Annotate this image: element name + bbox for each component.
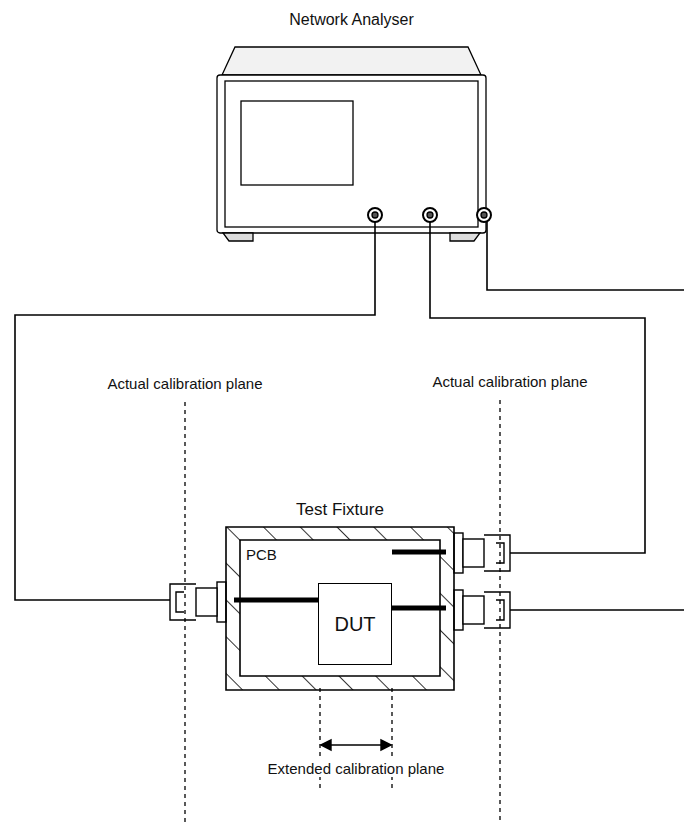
node-label: Test Fixture bbox=[226, 500, 454, 520]
test-fixture: Test FixturePCBDUT bbox=[226, 527, 454, 690]
pcb-board: PCB DUT bbox=[240, 540, 440, 676]
callout-label: Actual calibration plane bbox=[430, 373, 589, 390]
dut-box: DUT bbox=[318, 583, 392, 665]
coax-cable bbox=[430, 245, 645, 553]
calibration-plane-lines bbox=[185, 400, 500, 822]
node-label: DUT bbox=[334, 613, 375, 636]
callout-label: Extended calibration plane bbox=[266, 760, 447, 777]
callout-label: Actual calibration plane bbox=[105, 375, 264, 392]
coax-cable bbox=[487, 245, 684, 610]
extended-plane-arrow bbox=[321, 740, 391, 750]
network-analyser: Network Analyser bbox=[213, 45, 490, 245]
analyser-drawing bbox=[213, 45, 490, 245]
coax-cable bbox=[15, 245, 375, 600]
node-label: Network Analyser bbox=[213, 11, 490, 29]
node-label: PCB bbox=[246, 546, 277, 563]
